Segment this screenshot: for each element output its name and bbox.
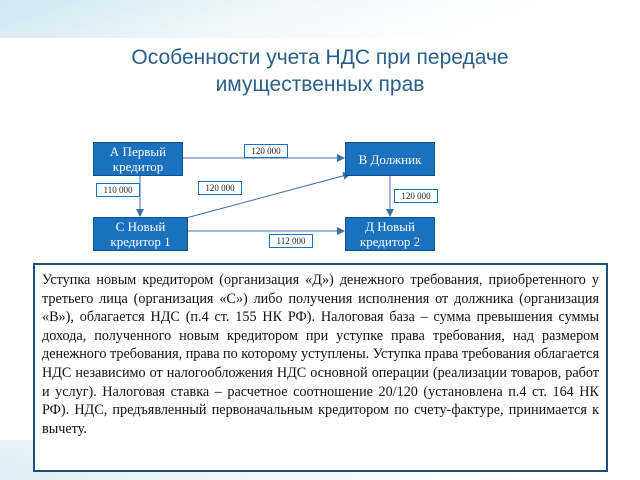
- amount-c-to-d: 112 000: [269, 234, 313, 248]
- node-c-new-creditor-1: С Новый кредитор 1: [93, 217, 188, 251]
- arrow-c-to-b: [185, 171, 351, 219]
- node-d-new-creditor-2: Д Новый кредитор 2: [345, 217, 435, 251]
- title-line-1: Особенности учета НДС при передаче: [131, 46, 509, 69]
- explanation-textbox: Уступка новым кредитором (организация «Д…: [33, 263, 608, 472]
- title-line-2: имущественных прав: [215, 73, 425, 96]
- amount-c-to-b: 120 000: [198, 181, 242, 195]
- amount-b-to-d: 120 000: [394, 189, 438, 203]
- amount-a-to-c: 110 000: [96, 183, 140, 197]
- node-a-first-creditor: А Первый кредитор: [93, 142, 183, 176]
- slide-title: Особенности учета НДС при передаче имуще…: [40, 44, 600, 98]
- node-b-debtor: В Должник: [345, 142, 435, 176]
- top-accent-band: [0, 0, 640, 38]
- explanation-text: Уступка новым кредитором (организация «Д…: [42, 272, 599, 437]
- amount-a-to-b: 120 000: [244, 144, 288, 158]
